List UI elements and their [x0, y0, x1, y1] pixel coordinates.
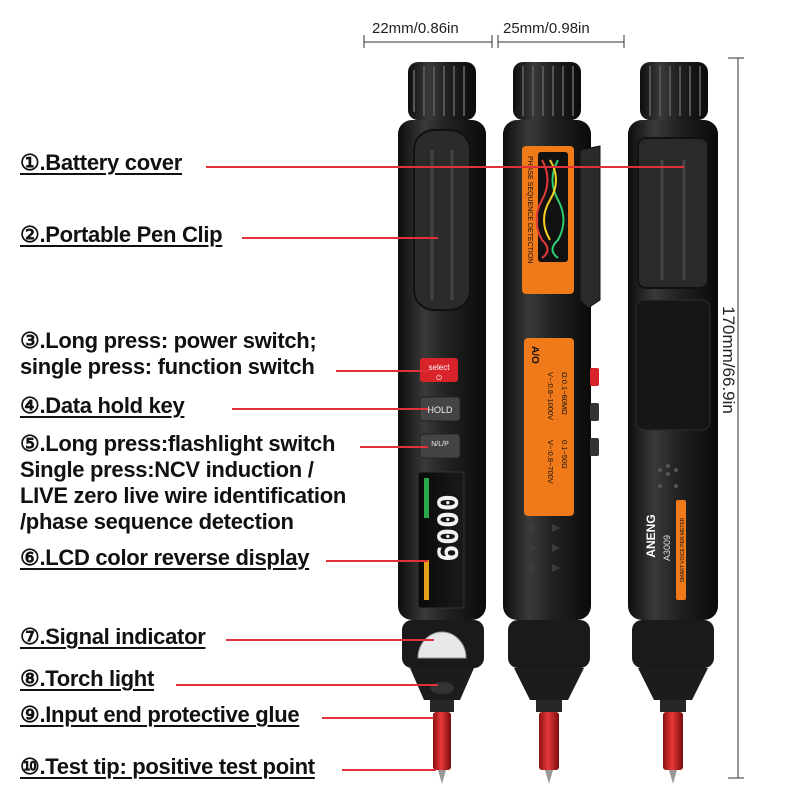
callout-hold-key: ④.Data hold key [20, 393, 185, 418]
svg-text:HOLD: HOLD [427, 405, 453, 415]
callout-protective-glue: ⑨.Input end protective glue [20, 702, 300, 727]
protective-glue [433, 712, 451, 770]
callout-pen-clip: ②.Portable Pen Clip [20, 222, 223, 247]
pen-back-view: ANENG A3009 SMART VOICE PEN METER [628, 62, 718, 784]
svg-text:A/O: A/O [529, 346, 540, 364]
lcd-reading: 0009 [431, 494, 464, 561]
pen-front-view: select ⏻ HOLD N/L/P 0009 [398, 62, 486, 784]
dimension-lines [363, 35, 744, 779]
svg-text:V~:0.8~700V: V~:0.8~700V [546, 440, 555, 484]
svg-text:V~:0.8~1000V: V~:0.8~1000V [546, 372, 555, 420]
power-icon: ⏻ [436, 374, 442, 382]
svg-text:Ω:0.1~60MΩ: Ω:0.1~60MΩ [560, 372, 569, 415]
svg-text:0.1~50Ω: 0.1~50Ω [560, 440, 569, 469]
signal-indicator [417, 631, 467, 659]
test-tip [438, 770, 446, 784]
model-label: A3009 [662, 535, 672, 561]
brand-label: ANENG [644, 514, 658, 557]
svg-text:N/L/P: N/L/P [431, 441, 449, 448]
pen-clip [579, 145, 601, 309]
callout-lcd: ⑥.LCD color reverse display [20, 545, 310, 570]
pen-side-view: PHASE SEQUENCE DETECTION A/O V~:0.8~1000… [503, 62, 601, 784]
width-middle-label: 25mm/0.98in [503, 20, 590, 37]
callout-power-switch: ③.Long press: power switch; single press… [20, 328, 317, 379]
callout-battery-cover: ①.Battery cover [20, 150, 182, 175]
select-button[interactable] [420, 358, 458, 382]
svg-text:SMART VOICE PEN METER: SMART VOICE PEN METER [680, 517, 686, 582]
svg-text:select: select [429, 363, 451, 372]
svg-text:PHASE SEQUENCE DETECTION: PHASE SEQUENCE DETECTION [526, 156, 533, 263]
range-panel [524, 338, 574, 516]
callout-flashlight: ⑤.Long press:flashlight switch Single pr… [20, 431, 346, 534]
height-label: 170mm/66.9in [719, 306, 738, 414]
callout-signal: ⑦.Signal indicator [20, 624, 206, 649]
battery-cover [637, 137, 709, 289]
callout-test-tip: ⑩.Test tip: positive test point [20, 754, 315, 779]
callout-torch: ⑧.Torch light [20, 666, 154, 691]
lcd-display [417, 471, 465, 609]
width-left-label: 22mm/0.86in [372, 20, 459, 37]
